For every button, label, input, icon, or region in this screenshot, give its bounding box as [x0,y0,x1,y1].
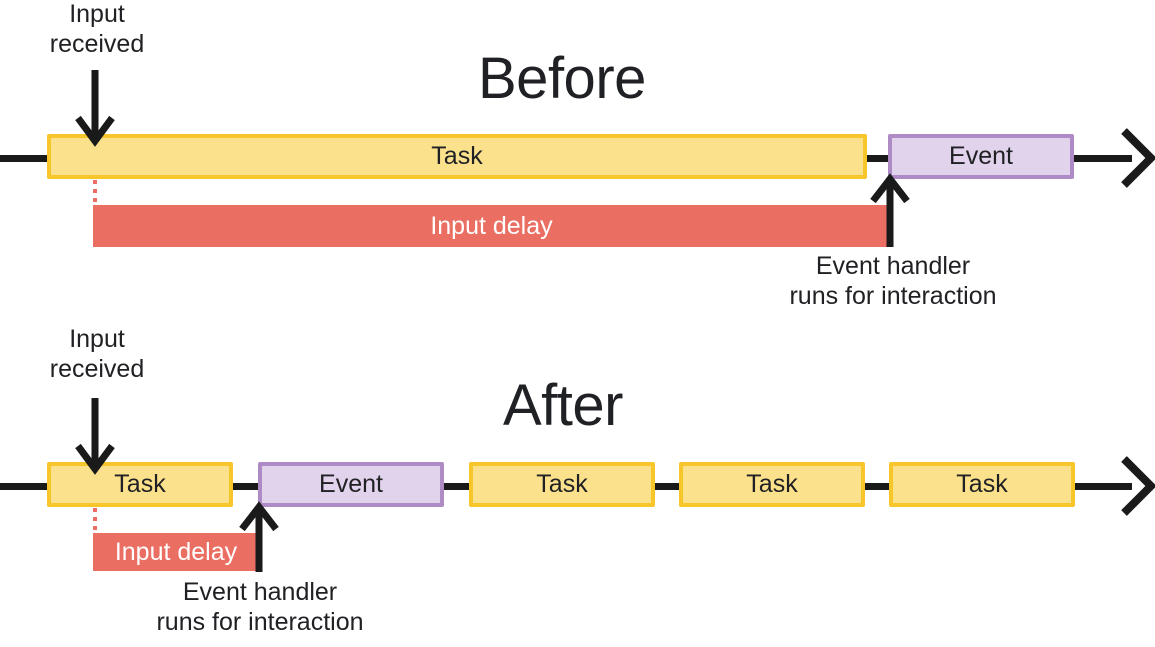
after-input-label-line2: received [49,354,145,383]
after-task-label-3: Task [746,470,798,498]
after-timeline-left-stub [0,483,49,490]
after-task-label-2: Task [536,470,588,498]
after-input-arrow-icon [75,398,115,475]
before-input-arrow-icon [75,70,115,147]
after-input-label-line1: Input [69,325,125,353]
before-handler-label-line1: Event handler [815,252,971,280]
after-event-label: Event [319,470,383,498]
before-task-block[interactable]: Task [47,134,867,179]
after-handler-label-line1: Event handler [182,578,338,606]
after-task-label-1: Task [114,470,166,498]
after-task-block-1[interactable]: Task [47,462,233,507]
after-input-dotted-connector [93,508,97,534]
before-event-block[interactable]: Event [888,134,1074,179]
after-event-block[interactable]: Event [258,462,444,507]
after-timeline-connector-2 [441,483,472,490]
after-timeline-connector-1 [231,483,260,490]
after-task-label-4: Task [956,470,1008,498]
after-timeline-connector-3 [651,483,682,490]
after-input-delay-label: Input delay [114,537,238,566]
after-input-delay-bar[interactable]: Input delay [93,533,259,571]
after-timeline-connector-4 [860,483,892,490]
before-event-label: Event [949,142,1013,170]
after-event-handler-label: Event handler runs for interaction [135,578,385,637]
after-timeline-right-stub [1071,483,1132,490]
after-task-block-2[interactable]: Task [469,462,655,507]
before-heading: Before [478,46,646,111]
after-task-block-4[interactable]: Task [889,462,1075,507]
before-timeline-right-stub [1072,155,1132,162]
before-event-handler-label: Event handler runs for interaction [768,252,1018,311]
before-timeline-left-stub [0,155,49,162]
after-handler-label-line2: runs for interaction [156,607,364,636]
before-input-label-line1: Input [69,0,125,28]
before-handler-label-line2: runs for interaction [789,281,997,310]
before-input-delay-bar[interactable]: Input delay [93,205,890,247]
after-input-received-label: Input received [37,325,157,384]
before-timeline-connector-1 [864,155,890,162]
before-input-received-label: Input received [37,0,157,59]
after-heading: After [503,373,624,438]
before-input-dotted-connector [93,180,97,206]
before-input-delay-label: Input delay [430,211,553,240]
after-task-block-3[interactable]: Task [679,462,865,507]
before-task-label: Task [431,142,483,170]
before-input-label-line2: received [49,29,145,58]
